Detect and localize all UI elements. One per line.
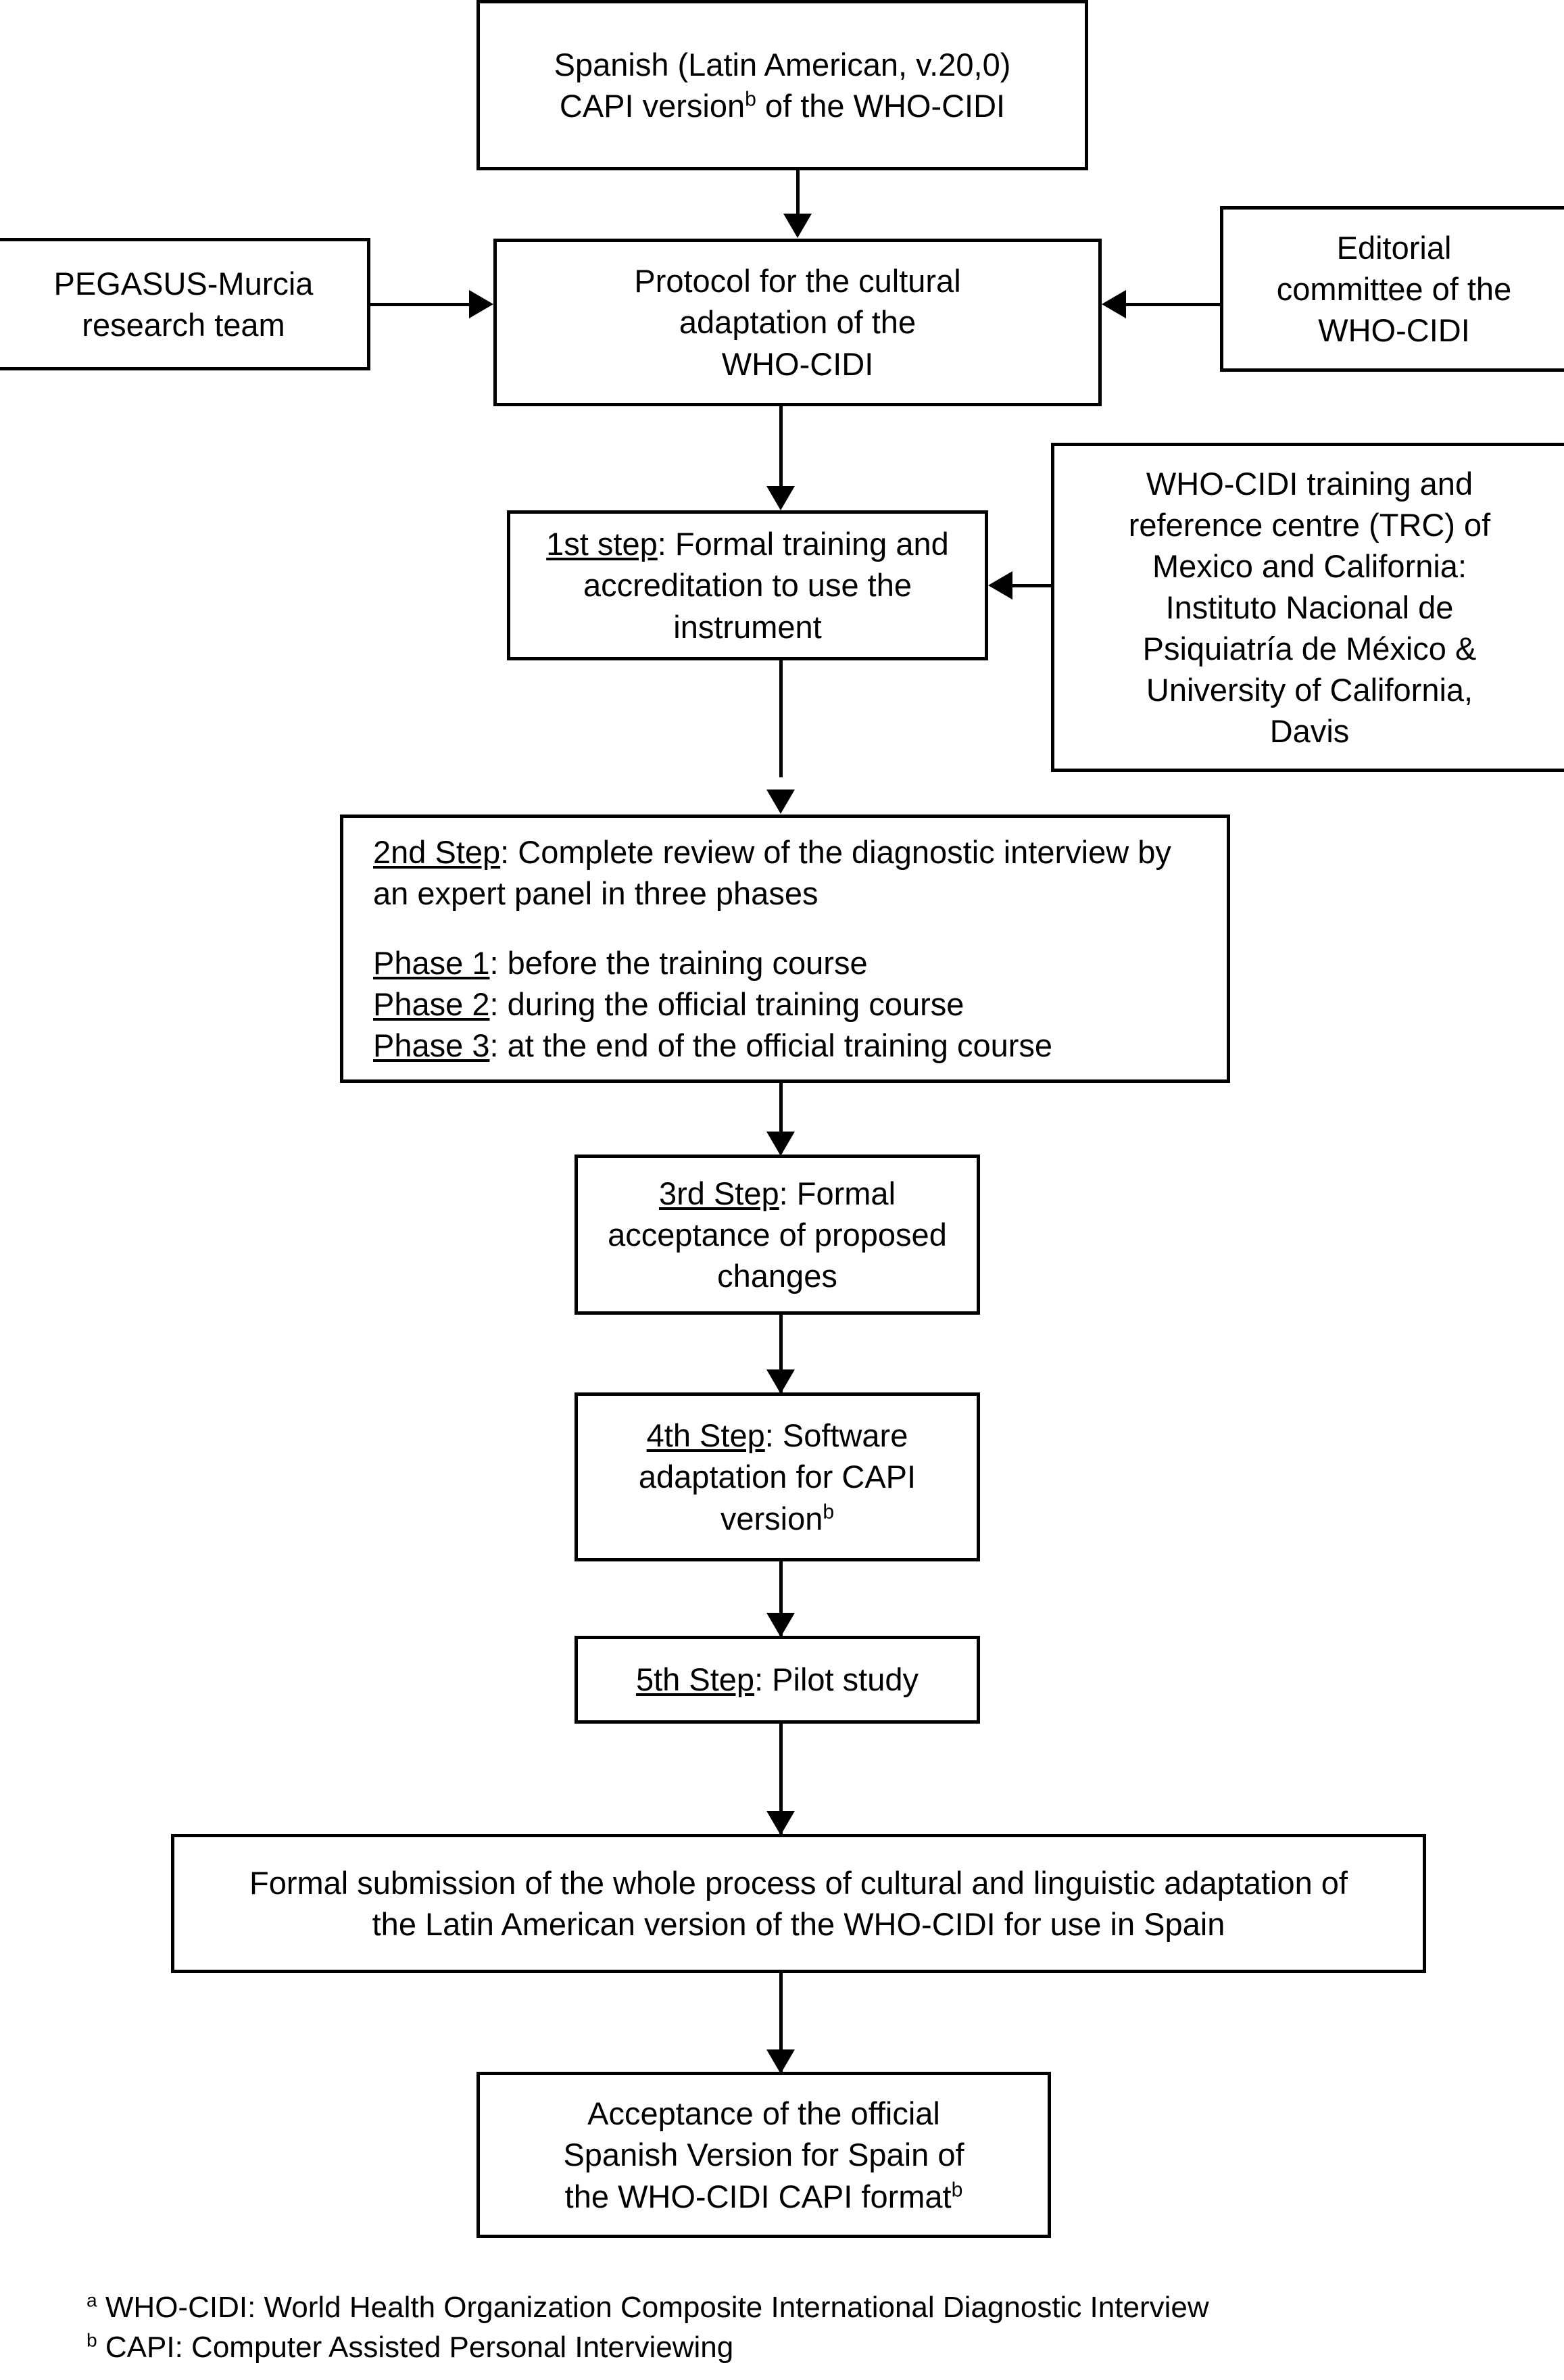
trc-line5: Psiquiatría de México &	[1142, 631, 1477, 667]
arrowhead-trc-to-step1	[988, 571, 1012, 600]
research-team-line2: research team	[82, 307, 285, 343]
footnote-b-text: CAPI: Computer Assisted Personal Intervi…	[97, 2330, 734, 2364]
arrowhead-protocol-to-step1	[766, 486, 795, 510]
node-acceptance: Acceptance of the official Spanish Versi…	[476, 2072, 1051, 2238]
footnote-ref-b-2: b	[823, 1500, 835, 1523]
trc-line2: reference centre (TRC) of	[1128, 506, 1491, 543]
arrowhead-source-to-protocol	[783, 214, 812, 238]
protocol-line2: adaptation of the	[679, 304, 917, 341]
trc-line4: Instituto Nacional de	[1165, 589, 1454, 625]
footnote-ref-b-3: b	[951, 2178, 963, 2201]
arrowhead-step4-to-step5	[766, 1613, 795, 1637]
acceptance-line1: Acceptance of the official	[587, 2095, 940, 2132]
node-source-version: Spanish (Latin American, v.20,0) CAPI ve…	[476, 0, 1088, 170]
trc-line3: Mexico and California:	[1152, 548, 1467, 584]
footnote-a-text: WHO-CIDI: World Health Organization Comp…	[97, 2291, 1209, 2324]
node-research-team: PEGASUS-Murcia research team	[0, 238, 370, 370]
node-step2: 2nd Step: Complete review of the diagnos…	[340, 815, 1230, 1083]
formal-submission-line2: the Latin American version of the WHO-CI…	[372, 1906, 1225, 1942]
step2-phase-2-label: Phase 2	[373, 986, 490, 1023]
step2-phase-1: Phase 1: before the training course	[373, 942, 1197, 983]
step2-phase-1-label: Phase 1	[373, 944, 490, 981]
connector-trc-to-step1	[1012, 584, 1053, 587]
arrowhead-team-to-protocol	[469, 290, 493, 318]
arrowhead-step2-to-step3	[766, 1132, 795, 1156]
step1-label: 1st step	[546, 526, 658, 562]
node-step3: 3rd Step: Formal acceptance of proposed …	[575, 1155, 980, 1315]
node-step1: 1st step: Formal training and accreditat…	[507, 510, 988, 660]
source-version-line2-pre: CAPI version	[559, 88, 746, 124]
arrowhead-step3-to-step4	[766, 1369, 795, 1394]
step1-text: : Formal training and accreditation to u…	[583, 526, 949, 645]
footnote-marker-a: a	[87, 2289, 97, 2311]
step2-phase-2: Phase 2: during the official training co…	[373, 983, 1197, 1025]
step2-phase-3-text: : at the end of the official training co…	[489, 1027, 1053, 1064]
step2-phase-2-text: : during the official training course	[489, 986, 964, 1023]
formal-submission-line1: Formal submission of the whole process o…	[249, 1864, 1348, 1901]
protocol-line1: Protocol for the cultural	[634, 263, 961, 299]
arrowhead-step1-to-step2	[766, 790, 795, 814]
acceptance-line2: Spanish Version for Spain of	[563, 2137, 964, 2173]
connector-step3-to-step4	[779, 1315, 783, 1394]
footnote-a: a WHO-CIDI: World Health Organization Co…	[87, 2288, 1209, 2328]
footnotes: a WHO-CIDI: World Health Organization Co…	[87, 2288, 1209, 2368]
step3-text: : Formal acceptance of proposed changes	[608, 1175, 947, 1294]
connector-team-to-protocol	[370, 303, 470, 306]
step3-label: 3rd Step	[658, 1175, 779, 1211]
connector-source-to-protocol	[796, 170, 800, 215]
node-trc: WHO-CIDI training and reference centre (…	[1051, 443, 1564, 772]
editorial-committee-line1: Editorial	[1336, 229, 1452, 266]
editorial-committee-line2: committee of the	[1276, 270, 1512, 307]
step2-phase-3-label: Phase 3	[373, 1027, 490, 1064]
node-editorial-committee: Editorial committee of the WHO-CIDI	[1220, 206, 1564, 372]
acceptance-line3-pre: the WHO-CIDI CAPI format	[564, 2178, 952, 2214]
editorial-committee-line3: WHO-CIDI	[1318, 312, 1470, 349]
source-version-line1: Spanish (Latin American, v.20,0)	[554, 46, 1011, 82]
step2-phases: Phase 1: before the training course Phas…	[373, 942, 1197, 1066]
step5-text: : Pilot study	[754, 1661, 919, 1698]
arrowhead-step5-to-submission	[766, 1811, 795, 1835]
trc-line6: University of California,	[1146, 672, 1473, 708]
step5-label: 5th Step	[635, 1661, 755, 1698]
connector-step1-to-step2	[779, 660, 783, 777]
node-step4: 4th Step: Software adaptation for CAPI v…	[575, 1392, 980, 1561]
footnote-b: b CAPI: Computer Assisted Personal Inter…	[87, 2328, 1209, 2368]
connector-step2-to-step3	[779, 1083, 783, 1153]
connector-step4-to-step5	[779, 1561, 783, 1638]
footnote-marker-b: b	[87, 2329, 97, 2351]
step2-heading: 2nd Step: Complete review of the diagnos…	[373, 831, 1197, 914]
step4-label: 4th Step	[646, 1417, 765, 1454]
node-protocol: Protocol for the cultural adaptation of …	[493, 239, 1102, 406]
trc-line7: Davis	[1269, 713, 1350, 750]
step4-text: : Software adaptation for CAPI version	[638, 1417, 917, 1536]
trc-line1: WHO-CIDI training and	[1146, 465, 1473, 502]
protocol-line3: WHO-CIDI	[721, 345, 874, 382]
step2-label: 2nd Step	[373, 833, 501, 870]
step2-phase-1-text: : before the training course	[489, 944, 868, 981]
node-step5: 5th Step: Pilot study	[575, 1636, 980, 1724]
arrowhead-editorial-to-protocol	[1102, 290, 1126, 318]
step2-phase-3: Phase 3: at the end of the official trai…	[373, 1025, 1197, 1066]
research-team-line1: PEGASUS-Murcia	[53, 265, 314, 301]
step2-text: : Complete review of the diagnostic inte…	[373, 833, 1171, 911]
connector-protocol-to-step1	[779, 406, 783, 489]
arrowhead-submission-to-acceptance	[766, 2049, 795, 2074]
footnote-ref-b-1: b	[745, 88, 756, 111]
connector-step5-to-submission	[779, 1724, 783, 1834]
connector-submission-to-acceptance	[779, 1973, 783, 2073]
source-version-line2-post: of the WHO-CIDI	[756, 88, 1006, 124]
connector-editorial-to-protocol	[1126, 303, 1222, 306]
node-formal-submission: Formal submission of the whole process o…	[171, 1834, 1426, 1973]
